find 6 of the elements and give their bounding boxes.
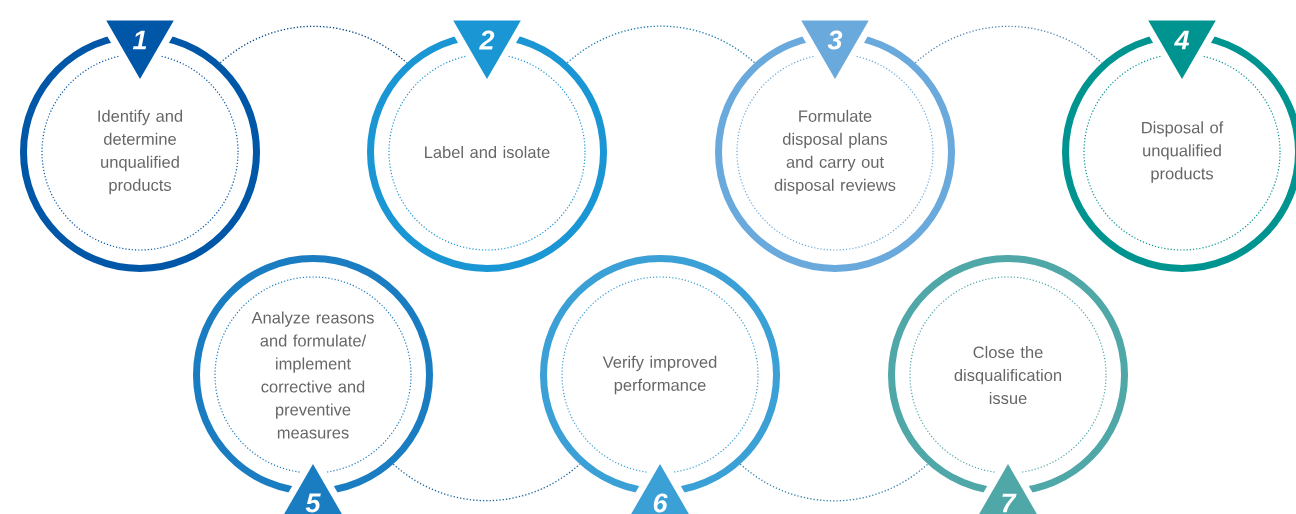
dotted-connector (392, 463, 581, 502)
step-ring-drawing: Close the disqualification issue (888, 255, 1128, 495)
dotted-connector (739, 463, 929, 502)
dotted-connector (914, 25, 1103, 64)
dotted-connector (566, 25, 756, 64)
dotted-connector (219, 25, 408, 64)
